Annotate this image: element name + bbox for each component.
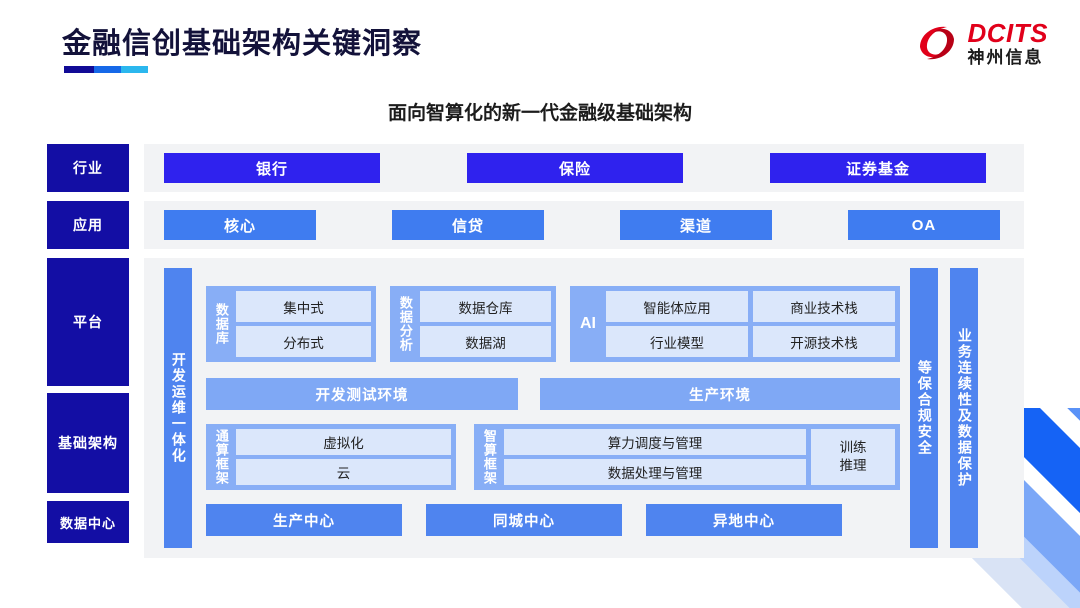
continuity-vertical-bar[interactable]: 业务连续性及数据保护 [950, 268, 978, 548]
accent-segment-1 [64, 66, 94, 73]
group-database-label-wrap: 数据库 [211, 291, 231, 357]
platform-panel: 开发运维一体化 等保合规安全 业务连续性及数据保护 数据库 集中式 分布式 [144, 258, 1024, 558]
rail-item-datacenter[interactable]: 数据中心 [47, 501, 129, 543]
rail-item-application[interactable]: 应用 [47, 201, 129, 249]
devops-vertical-bar[interactable]: 开发运维一体化 [164, 268, 192, 548]
group-analytics-label-wrap: 数据分析 [395, 291, 415, 357]
application-row: 核心 信贷 渠道 OA [144, 201, 1024, 249]
logo-wordmark-en: DCITS [967, 18, 1048, 48]
environment-row: 开发测试环境 生产环境 [206, 378, 900, 410]
dcits-swirl-icon [914, 20, 960, 66]
brand-logo: DCITS 神州信息 [914, 20, 1049, 66]
group-database: 数据库 集中式 分布式 [206, 286, 376, 362]
datacenter-production[interactable]: 生产中心 [206, 504, 402, 536]
devops-label: 开发运维一体化 [170, 352, 187, 464]
analytics-cell-lake[interactable]: 数据湖 [420, 326, 551, 357]
security-label: 等保合规安全 [916, 360, 933, 456]
page-subtitle: 面向智算化的新一代金融级基础架构 [387, 103, 692, 124]
general-compute-cell-cloud[interactable]: 云 [236, 459, 451, 485]
group-intelligent-compute: 智算框架 算力调度与管理 数据处理与管理 训练 推理 [474, 424, 900, 490]
group-database-label: 数据库 [213, 303, 229, 345]
datacenter-metro[interactable]: 同城中心 [426, 504, 622, 536]
accent-segment-2 [94, 66, 121, 73]
logo-wordmark-cn: 神州信息 [967, 48, 1044, 67]
group-intelligent-compute-label-wrap: 智算框架 [479, 429, 499, 485]
industry-row: 银行 保险 证券基金 [144, 144, 1024, 192]
environment-dev-test[interactable]: 开发测试环境 [206, 378, 518, 410]
title-accent-bar [64, 66, 148, 73]
group-intelligent-compute-label: 智算框架 [481, 429, 497, 485]
group-analytics-label: 数据分析 [397, 296, 413, 352]
ai-cell-industry-model[interactable]: 行业模型 [606, 326, 748, 357]
continuity-label: 业务连续性及数据保护 [956, 328, 973, 488]
page-title: 金融信创基础架构关键洞察 [62, 28, 423, 60]
application-item-oa[interactable]: OA [848, 210, 1000, 240]
security-vertical-bar[interactable]: 等保合规安全 [910, 268, 938, 548]
group-ai: AI 智能体应用 商业技术栈 行业模型 开源技术栈 [570, 286, 900, 362]
industry-item-insurance[interactable]: 保险 [467, 153, 683, 183]
analytics-cell-warehouse[interactable]: 数据仓库 [420, 291, 551, 322]
ai-cell-opensource-stack[interactable]: 开源技术栈 [753, 326, 895, 357]
ai-cell-agent-app[interactable]: 智能体应用 [606, 291, 748, 322]
general-compute-cell-virtualization[interactable]: 虚拟化 [236, 429, 451, 455]
group-ai-label: AI [580, 314, 596, 332]
application-item-channel[interactable]: 渠道 [620, 210, 772, 240]
rail-item-industry[interactable]: 行业 [47, 144, 129, 192]
group-analytics: 数据分析 数据仓库 数据湖 [390, 286, 556, 362]
group-general-compute-label: 通算框架 [213, 429, 229, 485]
application-item-credit[interactable]: 信贷 [392, 210, 544, 240]
rail-item-platform[interactable]: 平台 [47, 258, 129, 386]
industry-item-bank[interactable]: 银行 [164, 153, 380, 183]
ai-cell-commercial-stack[interactable]: 商业技术栈 [753, 291, 895, 322]
database-cell-distributed[interactable]: 分布式 [236, 326, 371, 357]
accent-segment-3 [121, 66, 148, 73]
datacenter-remote[interactable]: 异地中心 [646, 504, 842, 536]
intelligent-compute-cell-dataproc[interactable]: 数据处理与管理 [504, 459, 806, 485]
layer-rail: 行业 应用 平台 基础架构 数据中心 [47, 144, 129, 550]
environment-production[interactable]: 生产环境 [540, 378, 900, 410]
infer-label: 推理 [839, 458, 867, 473]
intelligent-compute-cell-train-infer[interactable]: 训练 推理 [811, 429, 895, 485]
intelligent-compute-cell-scheduling[interactable]: 算力调度与管理 [504, 429, 806, 455]
group-ai-label-wrap: AI [575, 291, 601, 357]
group-general-compute: 通算框架 虚拟化 云 [206, 424, 456, 490]
train-label: 训练 [839, 439, 867, 455]
industry-item-securities[interactable]: 证券基金 [770, 153, 986, 183]
database-cell-centralized[interactable]: 集中式 [236, 291, 371, 322]
rail-item-infrastructure[interactable]: 基础架构 [47, 393, 129, 493]
application-item-core[interactable]: 核心 [164, 210, 316, 240]
platform-inner: 数据库 集中式 分布式 数据分析 数据仓库 数据湖 [206, 268, 900, 548]
datacenter-row: 生产中心 同城中心 异地中心 [206, 504, 900, 536]
group-general-compute-label-wrap: 通算框架 [211, 429, 231, 485]
